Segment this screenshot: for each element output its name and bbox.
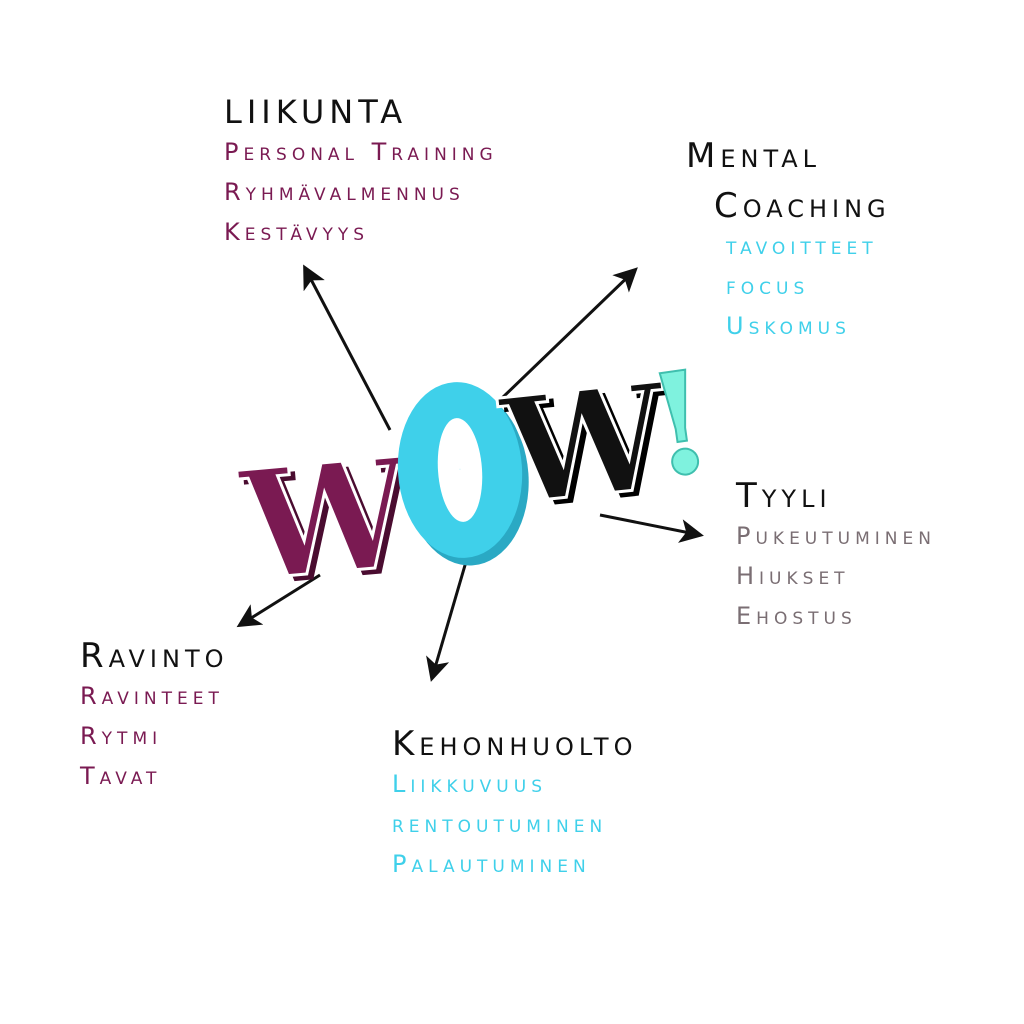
group-title-liikunta: LIIKUNTA: [224, 93, 408, 131]
group-tyyli: Tyyli Pukeutuminen Hiukset Ehostus: [736, 476, 936, 636]
group-title-mental: Mental: [686, 136, 822, 176]
logo-letter-w2: W: [493, 352, 677, 539]
wow-logo: W W O W W !: [232, 339, 723, 621]
svg-text:W: W: [500, 357, 684, 544]
ravinto-item: Ravinteet: [80, 682, 224, 710]
mental-item: focus: [726, 272, 810, 300]
group-ravinto: Ravinto Ravinteet Rytmi Tavat: [80, 636, 229, 796]
liikunta-item: Kestävyys: [224, 218, 370, 246]
group-title-coaching: Coaching: [714, 186, 891, 226]
logo-letter-o: O: [459, 468, 460, 470]
arrow-to-mental-coaching: [498, 267, 638, 402]
tyyli-item: Hiukset: [736, 562, 850, 590]
tyyli-item: Pukeutuminen: [736, 522, 936, 550]
kehonhuolto-item: Palautuminen: [392, 850, 591, 878]
tyyli-item: Ehostus: [736, 602, 857, 630]
arrow-to-tyyli: [599, 513, 704, 543]
group-kehonhuolto: Kehonhuolto Liikkuvuus rentoutuminen Pal…: [392, 724, 637, 884]
ravinto-item: Rytmi: [80, 722, 163, 750]
liikunta-item: Ryhmävalmennus: [224, 178, 465, 206]
ravinto-item: Tavat: [80, 762, 162, 790]
group-mental-coaching: Mental Coaching tavoitteet focus Uskomus: [686, 136, 891, 346]
kehonhuolto-item: rentoutuminen: [392, 810, 608, 838]
logo-letter-w1: W: [240, 430, 428, 620]
group-title-kehonhuolto: Kehonhuolto: [392, 724, 638, 764]
logo-letter-w1: W: [233, 425, 421, 615]
group-title-tyyli: Tyyli: [736, 476, 832, 516]
mental-item: Uskomus: [726, 312, 851, 340]
arrow-to-liikunta: [303, 264, 392, 431]
liikunta-item: Personal Training: [224, 138, 498, 166]
group-liikunta: LIIKUNTA Personal Training Ryhmävalmennu…: [224, 92, 498, 252]
mental-item: tavoitteet: [726, 232, 878, 260]
arrow-to-kehonhuolto: [426, 554, 470, 682]
group-title-ravinto: Ravinto: [80, 636, 229, 676]
kehonhuolto-item: Liikkuvuus: [392, 770, 547, 798]
arrow-to-ravinto: [236, 573, 321, 628]
